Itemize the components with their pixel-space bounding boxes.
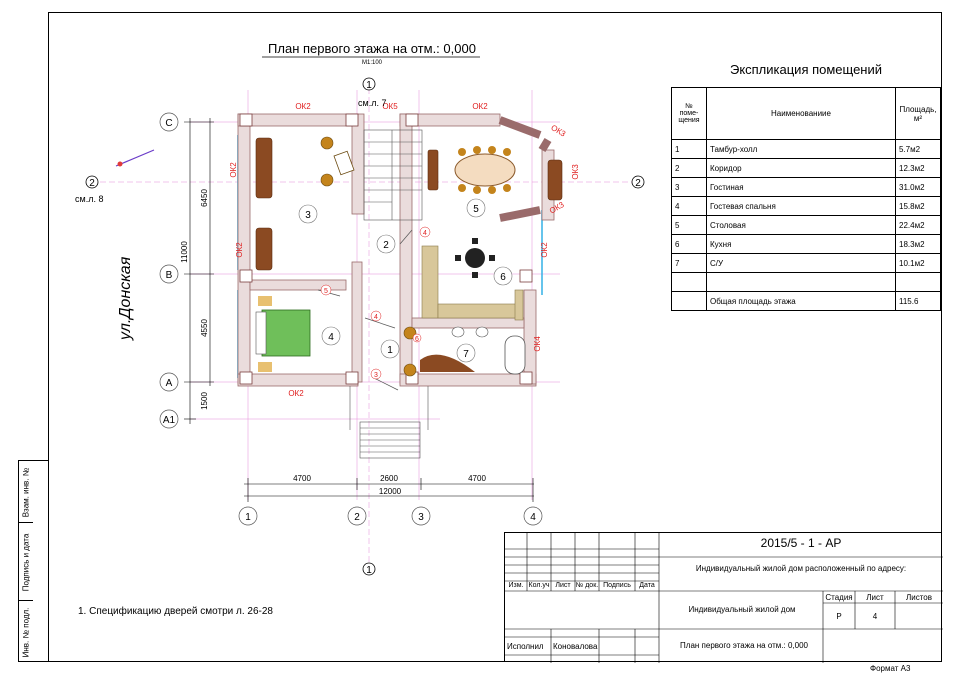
dimension-label: 2600 [380, 474, 398, 483]
axis-number: 3 [418, 512, 424, 523]
total-label: Общая площадь этажа [706, 291, 896, 311]
title-block: 2015/5 - 1 - АР Индивидуальный жилой дом… [504, 532, 943, 663]
dimension-label: 6450 [200, 189, 209, 207]
dimension-label: 4700 [468, 474, 486, 483]
axis-letter: C [165, 118, 172, 129]
row-area: 22.4м2 [895, 215, 941, 235]
row-area: 10.1м2 [895, 253, 941, 273]
door-mark: 4 [374, 314, 378, 321]
header-num: № поме- щения [671, 87, 707, 140]
section-marker: 2 [89, 178, 95, 189]
note-text: 1. Спецификацию дверей смотри л. 26-28 [78, 605, 273, 617]
window-label: ОК5 [382, 102, 398, 111]
room-number: 6 [500, 272, 506, 283]
door-mark: 6 [415, 336, 419, 343]
room-number: 7 [463, 349, 469, 360]
axis-number: 1 [245, 512, 251, 523]
row-name: Гостиная [706, 177, 896, 197]
document-code: 2015/5 - 1 - АР [760, 536, 842, 550]
row-num: 4 [671, 196, 707, 216]
row-num: 6 [671, 234, 707, 254]
street-label: ул.Донская [117, 256, 134, 341]
axis-number: 4 [530, 512, 536, 523]
plan-title: План первого этажа на отм.: 0,000 [268, 41, 476, 56]
explication-table: № поме- щения Наименованиие Площадь, м² … [671, 87, 941, 311]
col-header: Изм. [508, 582, 524, 589]
sheet-label: Лист [866, 593, 884, 602]
window-label: ОК2 [235, 242, 244, 258]
window-label: ОК3 [549, 123, 567, 139]
row-name: Гостевая спальня [706, 196, 896, 216]
col-header: Лист [555, 582, 571, 589]
window-label: ОК2 [472, 102, 488, 111]
explication-title: Экспликация помещений [729, 62, 883, 77]
row-area: 12.3м2 [895, 158, 941, 178]
row-num: 7 [671, 253, 707, 273]
row-name: Столовая [706, 215, 896, 235]
door-mark: 4 [423, 230, 427, 237]
header-name: Наименованиие [706, 87, 896, 140]
room-number: 2 [383, 240, 389, 251]
dimension-label: 4700 [293, 474, 311, 483]
sheets-label: Листов [906, 593, 932, 602]
performer-name: Коновалова [553, 642, 598, 651]
side-strip: Взам. инв. № Подпись и дата Инв. № подл. [18, 460, 48, 662]
room-number: 1 [387, 345, 393, 356]
row-num: 3 [671, 177, 707, 197]
row-num: 5 [671, 215, 707, 235]
room-number: 5 [473, 204, 479, 215]
room-number: 3 [305, 210, 311, 221]
col-header: Подпись [603, 582, 631, 589]
row-num: 1 [671, 139, 707, 159]
row-num: 2 [671, 158, 707, 178]
row-name: Кухня [706, 234, 896, 254]
window-label: ОК2 [540, 242, 549, 258]
axis-letter: B [166, 270, 173, 281]
sheet-reference: см.л. 7 [358, 98, 386, 108]
stage-value: Р [836, 612, 842, 621]
col-header: Кол.уч [528, 582, 550, 589]
col-header: № док. [575, 582, 599, 589]
row-area: 31.0м2 [895, 177, 941, 197]
axis-number: 2 [354, 512, 360, 523]
row-name: С/У [706, 253, 896, 273]
plan-scale: М1:100 [362, 60, 383, 66]
row-name: Тамбур-холл [706, 139, 896, 159]
section-marker: 1 [366, 565, 372, 576]
window-label: ОК2 [295, 102, 311, 111]
section-marker: 2 [635, 178, 641, 189]
sheet-value: 4 [872, 612, 878, 621]
sheet-title: План первого этажа на отм.: 0,000 [680, 641, 808, 650]
row-area: 18.3м2 [895, 234, 941, 254]
performer-label: Исполнил [507, 642, 544, 651]
dimension-label: 1500 [200, 392, 209, 410]
window-label: ОК4 [533, 336, 542, 352]
col-header: Дата [639, 582, 655, 589]
door-mark: 3 [374, 372, 378, 379]
row-area: 15.8м2 [895, 196, 941, 216]
window-label: ОК3 [571, 164, 580, 180]
address-line: Индивидуальный жилой дом расположенный п… [695, 564, 907, 573]
total-value: 115.6 [895, 291, 941, 311]
dimension-total: 12000 [379, 487, 402, 496]
section-marker: 1 [366, 80, 372, 91]
window-label: ОК2 [288, 389, 304, 398]
room-number: 4 [328, 332, 334, 343]
door-mark: 5 [324, 288, 328, 295]
axis-letter: A [166, 378, 173, 389]
dimension-total: 11000 [180, 241, 189, 263]
drawing-frame [48, 12, 942, 662]
sheet-reference: см.л. 8 [75, 194, 103, 204]
axis-letter: A1 [163, 415, 176, 426]
object-name: Индивидуальный жилой дом [688, 605, 796, 614]
dimension-label: 4550 [200, 319, 209, 337]
north-arrow-icon [115, 149, 155, 167]
header-area: Площадь, м² [895, 87, 941, 140]
format-label: Формат А3 [870, 664, 911, 673]
row-area: 5.7м2 [895, 139, 941, 159]
row-name: Коридор [706, 158, 896, 178]
stage-label: Стадия [825, 593, 853, 602]
window-label: ОК2 [229, 162, 238, 178]
